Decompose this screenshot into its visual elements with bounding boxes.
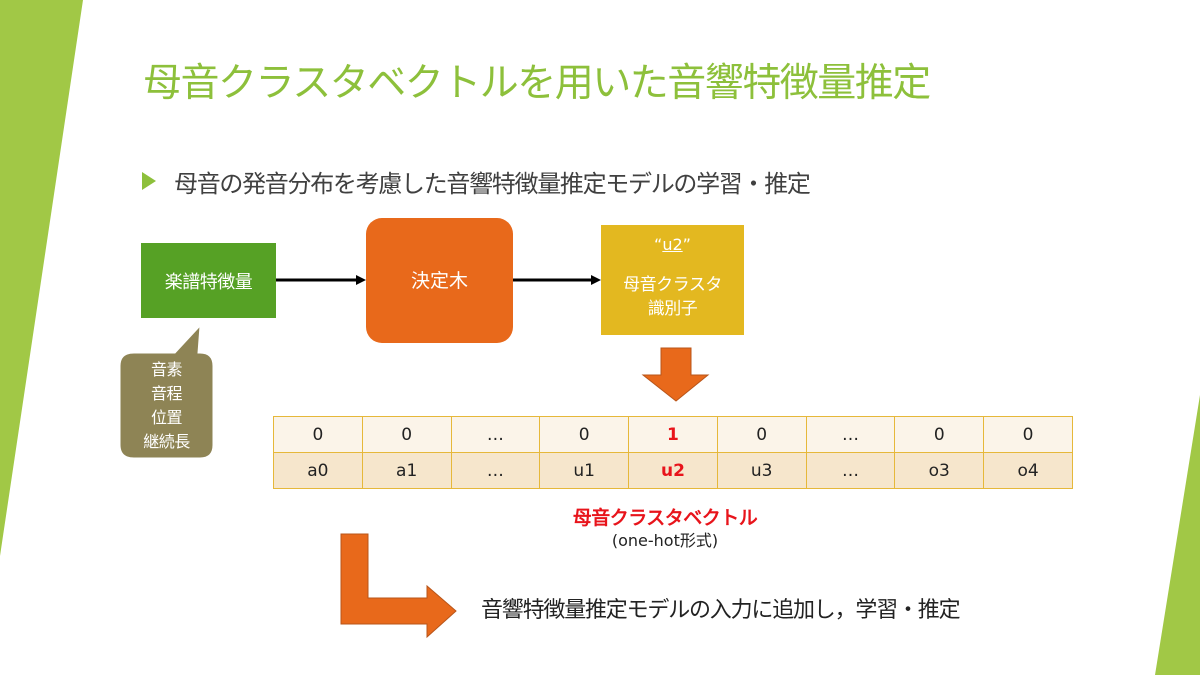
vector-value-cell: 0: [894, 416, 985, 453]
vector-value-cell: 0: [983, 416, 1073, 453]
vector-value-cell: 0: [539, 416, 630, 453]
vector-value-cell: 0: [716, 416, 807, 453]
vector-label-cell: a1: [361, 452, 452, 489]
decision-tree-label: 決定木: [410, 270, 468, 292]
bullet-triangle-icon: [142, 172, 156, 190]
left-accent-shape: [0, 0, 83, 556]
vector-value-cell-highlighted: 1: [628, 416, 718, 453]
down-arrow-icon: [641, 347, 710, 402]
vector-value-cell: 0: [273, 416, 363, 453]
vector-value-cell: …: [805, 416, 896, 453]
cluster-id-label: 母音クラスタ 識別子: [623, 273, 722, 321]
vector-value-cell: …: [450, 416, 541, 453]
arrow-score-to-tree-head: [356, 275, 366, 285]
vector-label-cell-highlighted: u2: [628, 452, 718, 489]
vector-caption: 母音クラスタベクトル (one-hot形式): [500, 506, 830, 552]
quote-open: “: [654, 235, 663, 254]
bullet-item: 母音の発音分布を考慮した音響特徴量推定モデルの学習・推定: [142, 165, 811, 198]
vector-label-cell: …: [805, 452, 896, 489]
callout-bubble: [119, 324, 214, 459]
vector-labels-row: a0 a1 … u1 u2 u3 … o3 o4: [273, 452, 1073, 489]
callout-line: 音素: [150, 359, 183, 379]
callout-line: 位置: [150, 407, 183, 427]
vector-label-cell: …: [450, 452, 541, 489]
bullet-text: 母音の発音分布を考慮した音響特徴量推定モデルの学習・推定: [174, 169, 811, 198]
quote-close: ”: [682, 235, 691, 254]
vector-label-cell: o3: [894, 452, 985, 489]
cluster-id-label-line: 母音クラスタ: [623, 275, 722, 295]
vector-caption-title: 母音クラスタベクトル: [572, 507, 758, 529]
vector-label-cell: a0: [273, 452, 363, 489]
callout-content: 音素 音程 位置 継続長: [120, 353, 213, 458]
bent-arrow-icon: [340, 533, 457, 639]
cluster-id-code: u2: [662, 235, 683, 254]
vector-label-cell: o4: [983, 452, 1073, 489]
vector-value-cell: 0: [361, 416, 452, 453]
slide-title: 母音クラスタベクトルを用いた音響特徴量推定: [143, 61, 931, 106]
callout-line: 音程: [150, 383, 183, 403]
arrow-tree-to-cluster-head: [591, 275, 601, 285]
vector-values-row: 0 0 … 0 1 0 … 0 0: [273, 416, 1073, 453]
vowel-cluster-vector-table: 0 0 … 0 1 0 … 0 0 a0 a1 … u1 u2 u3 … o3 …: [273, 416, 1073, 489]
callout-line: 継続長: [143, 431, 190, 451]
vector-label-cell: u1: [539, 452, 630, 489]
vector-label-cell: u3: [716, 452, 807, 489]
vector-caption-subtitle: (one-hot形式): [611, 531, 719, 550]
score-features-box: 楽譜特徴量: [141, 243, 276, 318]
right-accent-shape: [1155, 395, 1200, 675]
decision-tree-box: 決定木: [366, 218, 513, 343]
score-features-label: 楽譜特徴量: [164, 271, 253, 293]
cluster-id-value: “u2”: [654, 235, 691, 255]
cluster-id-label-line: 識別子: [647, 299, 698, 319]
cluster-id-box: “u2” 母音クラスタ 識別子: [601, 225, 744, 335]
result-text: 音響特徴量推定モデルの入力に追加し，学習・推定: [481, 598, 961, 623]
